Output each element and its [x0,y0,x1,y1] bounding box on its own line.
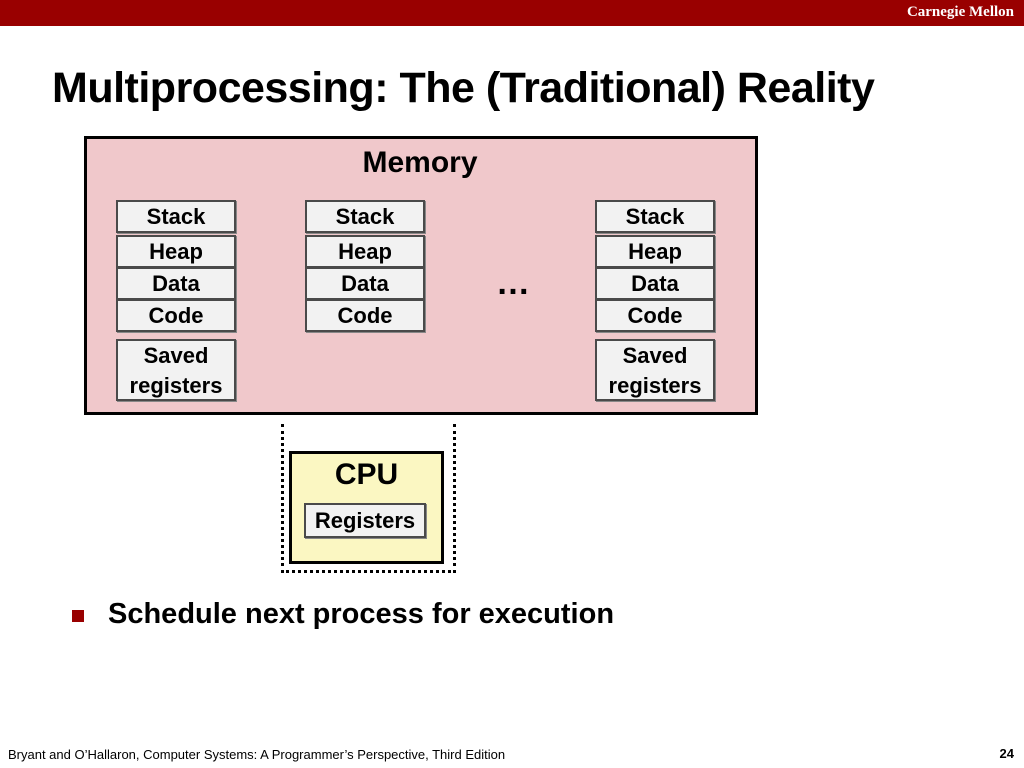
cpu-label: CPU [334,458,399,491]
process-1-code: Code [116,299,236,332]
header-bar: Carnegie Mellon [0,0,1024,26]
page-number: 24 [999,746,1014,761]
cpu-registers: Registers [304,503,426,538]
process-1-saved-registers: Saved registers [116,339,236,401]
process-3-code: Code [595,299,715,332]
process-1-stack: Stack [116,200,236,233]
brand-label: Carnegie Mellon [906,4,1014,20]
bullet-text: Schedule next process for execution [108,598,615,630]
process-3-stack: Stack [595,200,715,233]
ellipsis: … [496,264,530,302]
process-2-stack: Stack [305,200,425,233]
memory-label: Memory [362,146,478,179]
process-1-heap: Heap [116,235,236,268]
bullet-square-icon [72,610,84,622]
footer-citation: Bryant and O’Hallaron, Computer Systems:… [8,747,506,762]
slide-title: Multiprocessing: The (Traditional) Reali… [52,64,875,112]
process-2-heap: Heap [305,235,425,268]
process-3-saved-registers: Saved registers [595,339,715,401]
process-2-code: Code [305,299,425,332]
process-1-data: Data [116,267,236,300]
process-3-data: Data [595,267,715,300]
process-2-data: Data [305,267,425,300]
process-3-heap: Heap [595,235,715,268]
cpu-context-outline [281,424,456,573]
